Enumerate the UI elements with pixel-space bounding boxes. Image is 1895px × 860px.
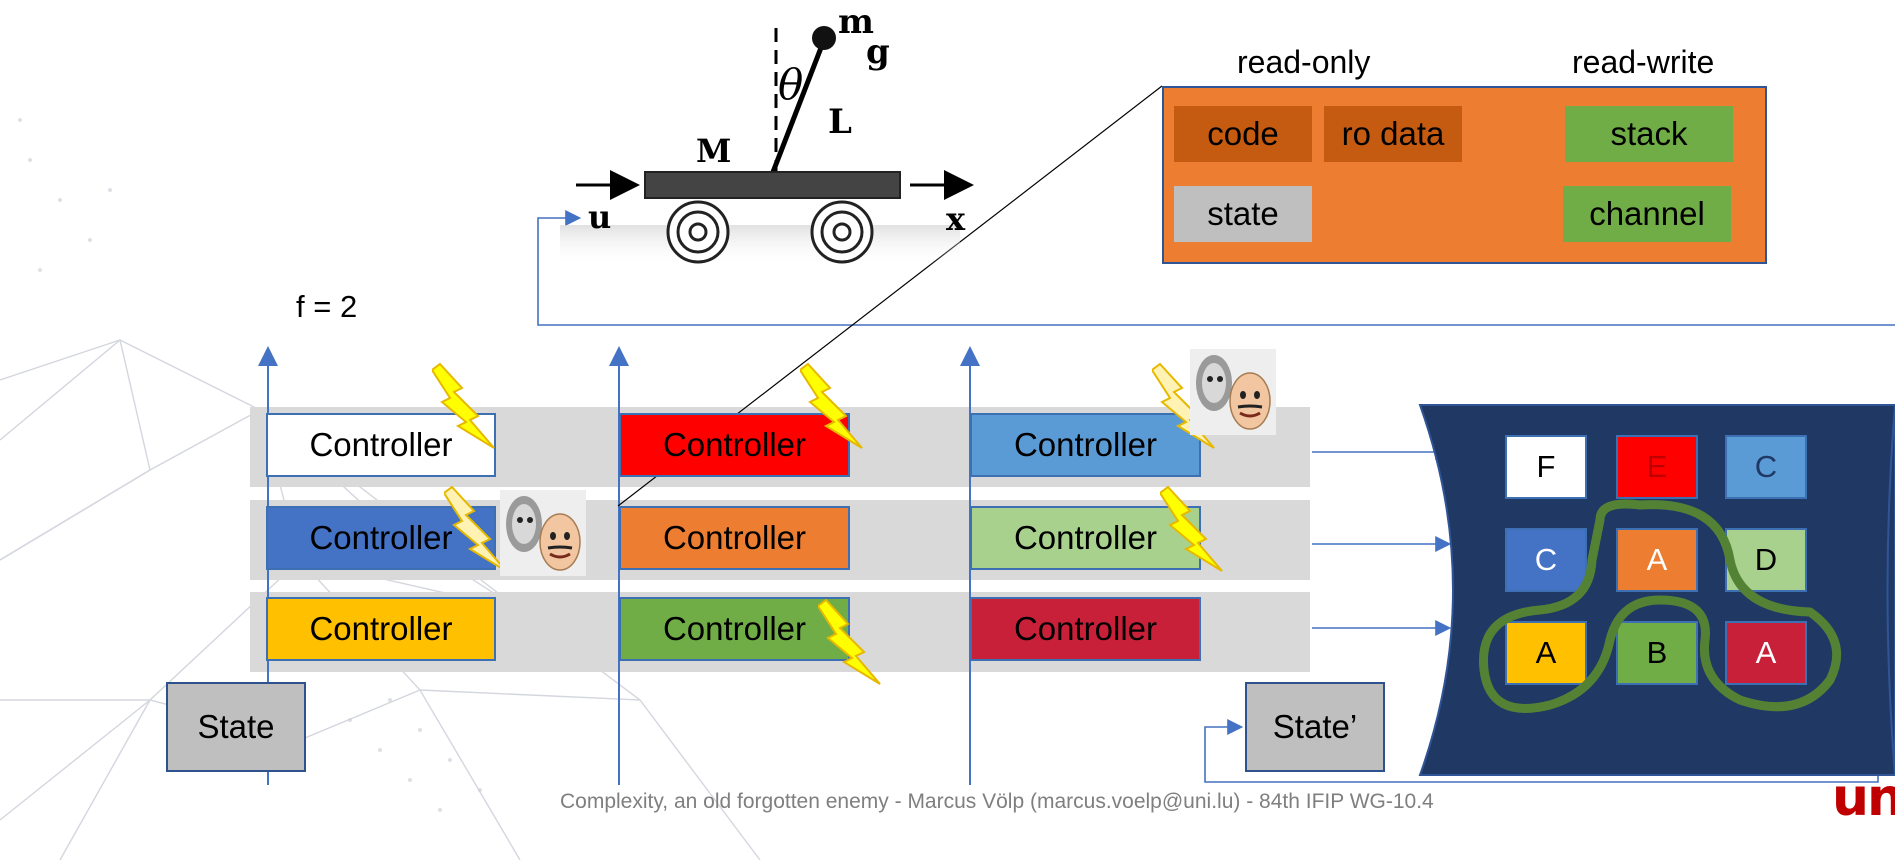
voter-cell-r2-c1: C: [1505, 528, 1587, 592]
cart-shadow: [560, 225, 960, 267]
logo-text: uni: [1832, 768, 1895, 828]
controller-r1-c3: Controller: [970, 413, 1201, 477]
state-segment: state: [1174, 186, 1312, 242]
stack-segment: stack: [1565, 106, 1733, 162]
controller-r1-c2: Controller: [619, 413, 850, 477]
lightning-icon: [1152, 362, 1215, 449]
position-label: x: [946, 200, 966, 238]
voter-cell-r1-c3: C: [1725, 435, 1807, 499]
controller-r2-c3: Controller: [970, 506, 1201, 570]
voter-cell-r1-c1: F: [1505, 435, 1587, 499]
gravity-label: g: [866, 32, 890, 72]
controller-r1-c1: Controller: [266, 413, 496, 477]
ro-data-segment: ro data: [1324, 106, 1462, 162]
footer-text: Complexity, an old forgotten enemy - Mar…: [560, 790, 1434, 813]
pendulum-mass: [812, 26, 836, 50]
voter-cell-r2-c2: A: [1616, 528, 1698, 592]
pendulum-rod: [770, 39, 827, 173]
controller-r3-c2: Controller: [619, 597, 850, 661]
readonly-header: read-only: [1237, 44, 1371, 80]
fault-budget-label: f = 2: [296, 289, 358, 324]
controller-r2-c1: Controller: [266, 506, 496, 570]
code-segment: code: [1174, 106, 1312, 162]
controller-r3-c1: Controller: [266, 597, 496, 661]
voter-cell-r3-c2: B: [1616, 621, 1698, 685]
controller-r3-c3: Controller: [970, 597, 1201, 661]
input-label: u: [588, 198, 612, 236]
lightning-icon: [432, 362, 495, 449]
feedback-arrow: [537, 210, 1895, 326]
lightning-icon: [444, 485, 507, 572]
length-label: L: [828, 102, 852, 142]
cart-body: [644, 171, 901, 199]
lightning-icon: [818, 598, 881, 685]
channel-segment: channel: [1563, 186, 1731, 242]
wheel-left: [666, 200, 730, 264]
voter-cell-r3-c3: A: [1725, 621, 1807, 685]
state-input-box: State: [166, 682, 306, 772]
wheel-right: [810, 200, 874, 264]
intruder-mask-icon: [500, 490, 586, 576]
intruder-mask-icon: [1190, 349, 1276, 435]
controller-r2-c2: Controller: [619, 506, 850, 570]
cart-mass-label: M: [696, 132, 732, 170]
lightning-icon: [1160, 485, 1223, 572]
university-logo: uni: [1830, 768, 1895, 828]
voter-cell-r1-c2: E: [1616, 435, 1698, 499]
voter-cell-r3-c1: A: [1505, 621, 1587, 685]
lightning-icon: [800, 362, 863, 449]
mass-label: m: [838, 2, 874, 42]
state-output-box: State’: [1245, 682, 1385, 772]
angle-label: θ: [778, 60, 804, 109]
readwrite-header: read-write: [1572, 44, 1715, 80]
